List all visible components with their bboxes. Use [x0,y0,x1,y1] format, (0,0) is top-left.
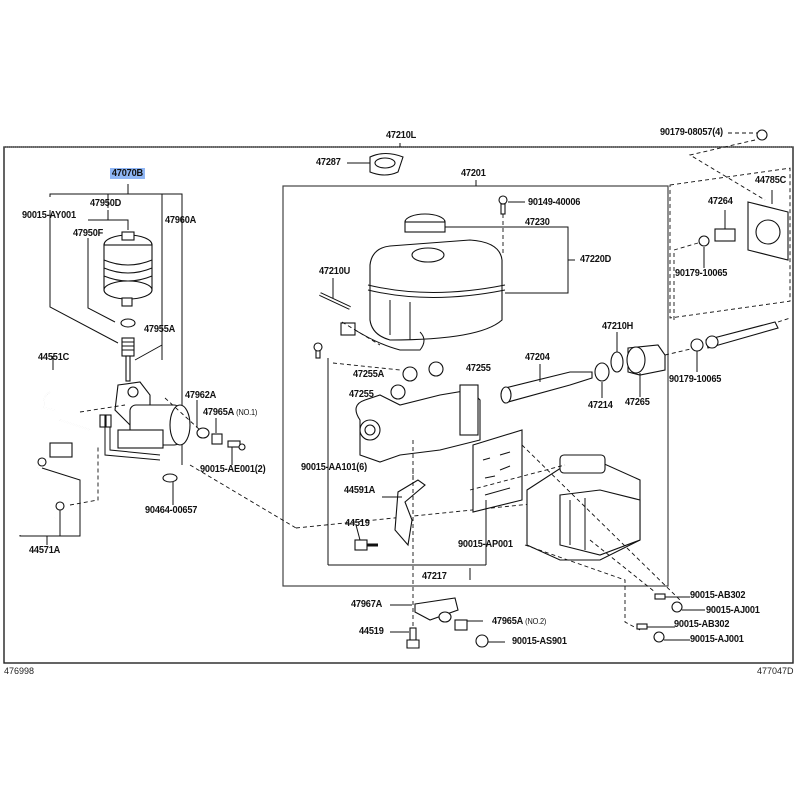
part-label-47255A[interactable]: 47255A [353,369,385,380]
part-number: 47965A [492,616,523,627]
part-label-90015-AB302-upper[interactable]: 90015-AB302 [690,590,746,601]
part-label-47210U[interactable]: 47210U [319,266,351,277]
part-label-47210H[interactable]: 47210H [602,321,634,332]
part-label-47214[interactable]: 47214 [588,400,613,411]
part-label-47204[interactable]: 47204 [525,352,550,363]
part-label-47255-upper[interactable]: 47255 [466,363,491,374]
accumulator-group [49,184,183,465]
diagram-code-left: 476998 [4,666,35,676]
part-note: (NO.2) [525,617,547,626]
part-label-47965A-no2[interactable]: 47965A (NO.2) [492,616,546,627]
gasket-47287 [347,152,404,176]
part-label-44551C[interactable]: 44551C [38,352,70,363]
part-label-90464-00657[interactable]: 90464-00657 [145,505,198,516]
part-label-44519-upper[interactable]: 44519 [345,518,370,529]
part-label-47220D[interactable]: 47220D [580,254,612,265]
part-label-47962A[interactable]: 47962A [185,390,217,401]
pushrod-assembly [500,167,791,404]
diagram-code-right: 477047D [757,666,794,676]
part-label-90015-AS901[interactable]: 90015-AS901 [512,636,567,647]
part-label-47217[interactable]: 47217 [422,571,447,582]
part-label-90015-AA101[interactable]: 90015-AA101(6) [301,462,367,473]
part-label-47950D[interactable]: 47950D [90,198,122,209]
part-label-90015-AJ001-upper[interactable]: 90015-AJ001 [706,605,760,616]
part-label-47255-lower[interactable]: 47255 [349,389,374,400]
part-label-44519-lower[interactable]: 44519 [359,626,384,637]
part-label-47210L[interactable]: 47210L [386,130,417,141]
part-label-47201[interactable]: 47201 [461,168,486,179]
part-label-47230[interactable]: 47230 [525,217,550,228]
part-label-90015-AJ001-lower[interactable]: 90015-AJ001 [690,634,744,645]
part-label-90015-AE001[interactable]: 90015-AE001(2) [200,464,266,475]
part-label-44591A[interactable]: 44591A [344,485,376,496]
part-label-90015-AB302-lower[interactable]: 90015-AB302 [674,619,730,630]
part-label-90149-40006[interactable]: 90149-40006 [528,197,581,208]
part-label-90179-10065-upper[interactable]: 90179-10065 [675,268,728,279]
part-label-47960A[interactable]: 47960A [165,215,197,226]
part-note: (NO.1) [236,408,258,417]
part-label-90015-AY001[interactable]: 90015-AY001 [22,210,76,221]
reservoir [319,195,575,351]
part-label-47287[interactable]: 47287 [316,157,341,168]
pump-motor-assembly [13,356,571,545]
mounting-bracket-group [673,129,789,320]
part-label-47965A-no1[interactable]: 47965A (NO.1) [203,407,257,418]
part-label-47265[interactable]: 47265 [625,397,650,408]
part-label-44571A[interactable]: 44571A [29,545,61,556]
part-label-47967A[interactable]: 47967A [351,599,383,610]
master-cylinder-body [313,342,523,640]
part-label-44785C[interactable]: 44785C [755,175,787,186]
part-label-90179-10065-lower[interactable]: 90179-10065 [669,374,722,385]
part-label-90015-AP001[interactable]: 90015-AP001 [458,539,513,550]
part-label-47950F[interactable]: 47950F [73,228,104,239]
part-label-47955A[interactable]: 47955A [144,324,176,335]
bottom-bolts [390,539,705,649]
part-label-90179-08057[interactable]: 90179-08057(4) [660,127,723,138]
part-label-47264[interactable]: 47264 [708,196,733,207]
part-number: 47965A [203,407,234,418]
abs-ecu [469,444,681,601]
part-label-47070B[interactable]: 47070B [110,168,145,179]
